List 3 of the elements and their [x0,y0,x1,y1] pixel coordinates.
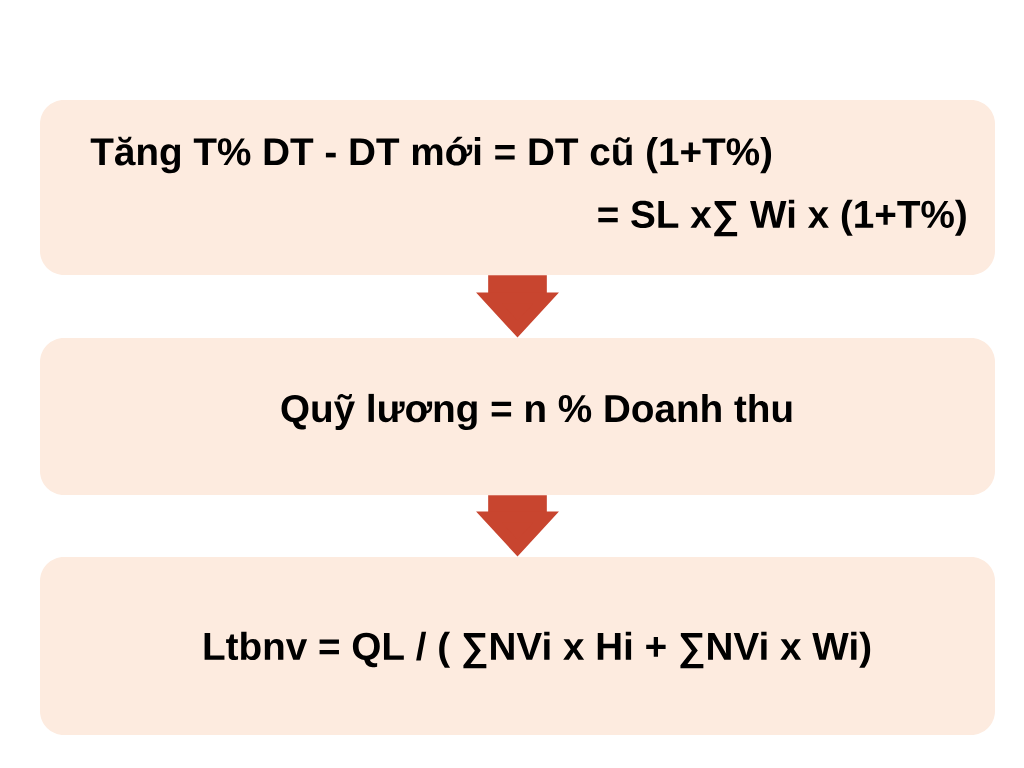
process-box: Ltbnv = QL / ( ∑NVi x Hi + ∑NVi x Wi) [40,557,995,735]
process-box: Tăng T% DT - DT mới = DT cũ (1+T%) = SL x∑ Wi x (1+T%) [40,100,995,275]
process-box: Quỹ lương = n % Doanh thu [40,338,995,495]
